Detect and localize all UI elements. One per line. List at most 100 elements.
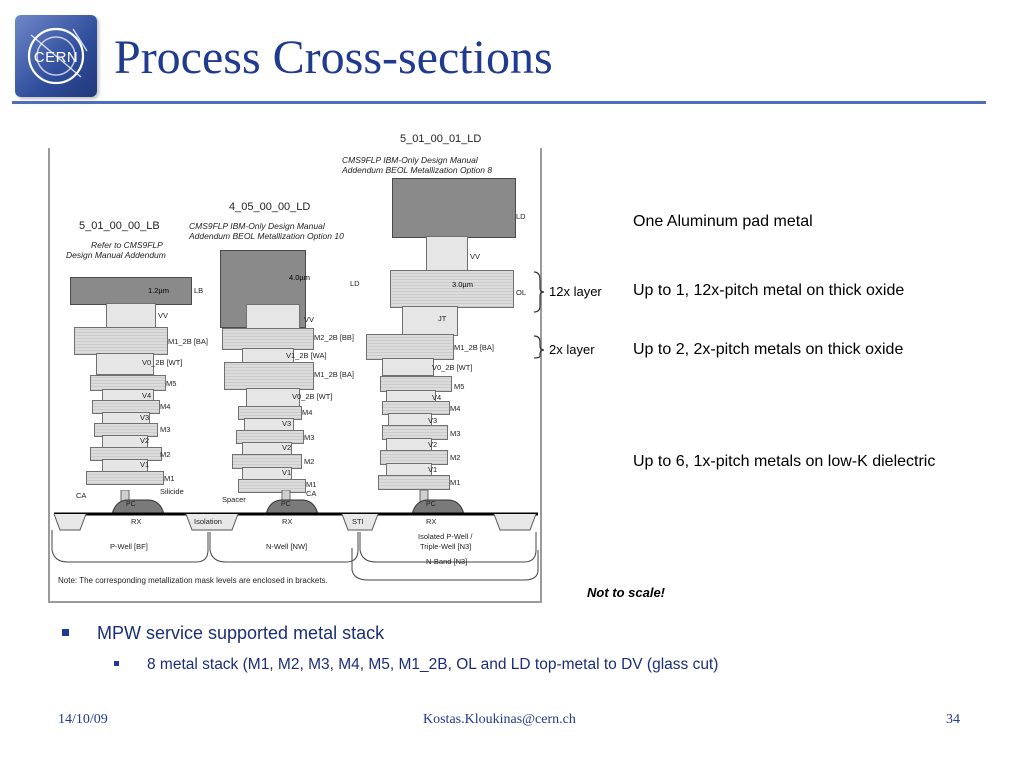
figure-note: Note: The corresponding metallization ma… — [58, 576, 328, 585]
sti-label: STI — [352, 517, 364, 526]
right-m3 — [382, 425, 448, 440]
mid-v0-label: V0_2B [WT] — [292, 392, 333, 401]
nband-label: N-Band [N3] — [426, 557, 468, 566]
lb-m2-label: M2 — [160, 450, 171, 459]
spacer-label: Spacer — [222, 495, 246, 504]
lb-m2 — [90, 447, 162, 461]
bullet-level1: MPW service supported metal stack — [62, 623, 384, 644]
rx-label-3: RX — [426, 517, 437, 526]
right-m1-2b-label: M1_2B [BA] — [454, 343, 495, 352]
pc-label-1: PC — [126, 501, 136, 508]
logo-text: CERN — [33, 49, 79, 66]
figure-frame — [48, 148, 542, 603]
header-lb: 5_01_00_00_LB — [79, 220, 160, 232]
lb-vv-label: VV — [158, 311, 169, 320]
label-2x-layer: 2x layer — [549, 342, 595, 357]
mid-v1-2b-label: V1_2B [WA] — [286, 351, 327, 360]
note-1x-metal: Up to 6, 1x-pitch metals on low-K dielec… — [633, 453, 936, 470]
lb-m1 — [86, 471, 164, 485]
right-ld-label: LD — [516, 212, 526, 221]
header-mid: 4_05_00_00_LD — [229, 201, 311, 213]
manual-mid-line2: Addendum BEOL Metallization Option 10 — [189, 231, 344, 241]
manual-ld-line1: CMS9FLP IBM-Only Design Manual — [342, 155, 478, 165]
title-divider — [12, 101, 986, 104]
right-m4-label: M4 — [450, 404, 461, 413]
mid-m2-2b-label: M2_2B [BB] — [314, 333, 355, 342]
right-jt-label: JT — [438, 314, 447, 323]
mid-v3-label: V3 — [282, 419, 292, 428]
mid-ca-label: CA — [306, 489, 317, 498]
right-pad — [392, 178, 516, 238]
mid-m1-label: M1 — [306, 480, 317, 489]
manual-mid-line1: CMS9FLP IBM-Only Design Manual — [189, 221, 325, 231]
right-vv-label: VV — [470, 252, 481, 261]
right-v0 — [382, 358, 434, 376]
mid-m1-2b — [224, 362, 314, 390]
mid-vv-label: VV — [304, 315, 315, 324]
right-m1-label: M1 — [450, 478, 461, 487]
label-12x-layer: 12x layer — [549, 284, 602, 299]
bullet-level2-text: 8 metal stack (M1, M2, M3, M4, M5, M1_2B… — [147, 656, 719, 673]
lb-m1-label: M1 — [164, 474, 175, 483]
mid-m2-label: M2 — [304, 457, 315, 466]
pc-label-2: PC — [281, 501, 291, 508]
note-pad-metal: One Aluminum pad metal — [633, 213, 813, 230]
manual-ld-line2: Addendum BEOL Metallization Option 8 — [342, 165, 493, 175]
lb-v1-label: V1 — [140, 460, 150, 469]
lb-m5-label: M5 — [166, 379, 177, 388]
right-v3-label: V3 — [428, 416, 438, 425]
silicide-label: Silicide — [160, 487, 184, 496]
footer-page-number: 34 — [946, 712, 960, 727]
right-vv — [426, 236, 468, 272]
mid-m1-2b-label: M1_2B [BA] — [314, 370, 355, 379]
lb-m3-label: M3 — [160, 425, 171, 434]
lb-m3 — [94, 423, 158, 437]
right-m1-2b — [366, 334, 454, 360]
cross-section-figure: 5_01_00_01_LD CMS9FLP IBM-Only Design Ma… — [46, 130, 546, 605]
rx-label-2: RX — [282, 517, 293, 526]
lb-v0-label: V0_2B [WT] — [142, 358, 183, 367]
bullet-level1-text: MPW service supported metal stack — [97, 623, 385, 643]
note-12x-metal: Up to 1, 12x-pitch metal on thick oxide — [633, 282, 905, 299]
bullet-square-icon — [114, 661, 119, 666]
right-m2-label: M2 — [450, 453, 461, 462]
mid-m4-label: M4 — [302, 408, 313, 417]
rx-label-1: RX — [131, 517, 142, 526]
right-ol-label: OL — [516, 288, 527, 297]
footer-date: 14/10/09 — [58, 712, 108, 727]
right-v4-label: V4 — [432, 393, 442, 402]
right-m3-label: M3 — [450, 429, 461, 438]
lb-m1-2b-label: M1_2B [BA] — [168, 337, 209, 346]
lb-m1-2b — [74, 327, 168, 355]
lb-pad — [70, 277, 192, 305]
right-v2-label: V2 — [428, 440, 438, 449]
lb-v4-label: V4 — [142, 391, 152, 400]
lb-v3-label: V3 — [140, 413, 150, 422]
right-jt — [402, 306, 458, 336]
mid-m4 — [238, 406, 302, 420]
header-ld: 5_01_00_01_LD — [400, 133, 482, 145]
pwell-label: P-Well [BF] — [110, 542, 148, 551]
lb-m4-label: M4 — [160, 402, 171, 411]
mid-vv — [246, 304, 300, 330]
lb-label: LB — [194, 286, 204, 295]
thickness-3: 3.0µm — [452, 280, 473, 289]
mid-v1-label: V1 — [282, 468, 292, 477]
cern-logo-rings-icon — [27, 27, 88, 85]
not-to-scale-note: Not to scale! — [587, 585, 666, 600]
cern-logo: CERN — [15, 15, 97, 97]
right-m5-label: M5 — [454, 382, 465, 391]
mid-m2 — [232, 454, 302, 469]
thickness-1: 1.2µm — [148, 286, 169, 295]
lb-v2-label: V2 — [140, 436, 150, 445]
lb-ca-label: CA — [76, 491, 87, 500]
manual-lb-line2: Design Manual Addendum — [66, 250, 166, 260]
lb-vv — [106, 303, 156, 329]
thickness-2: 4.0µm — [289, 273, 310, 282]
pc-label-3: PC — [426, 501, 436, 508]
bullet-level2: 8 metal stack (M1, M2, M3, M4, M5, M1_2B… — [114, 656, 718, 674]
nwell-label: N-Well [NW] — [266, 542, 308, 551]
right-m1 — [378, 475, 450, 490]
bullet-square-icon — [62, 629, 69, 636]
mid-m2-2b — [222, 328, 314, 350]
